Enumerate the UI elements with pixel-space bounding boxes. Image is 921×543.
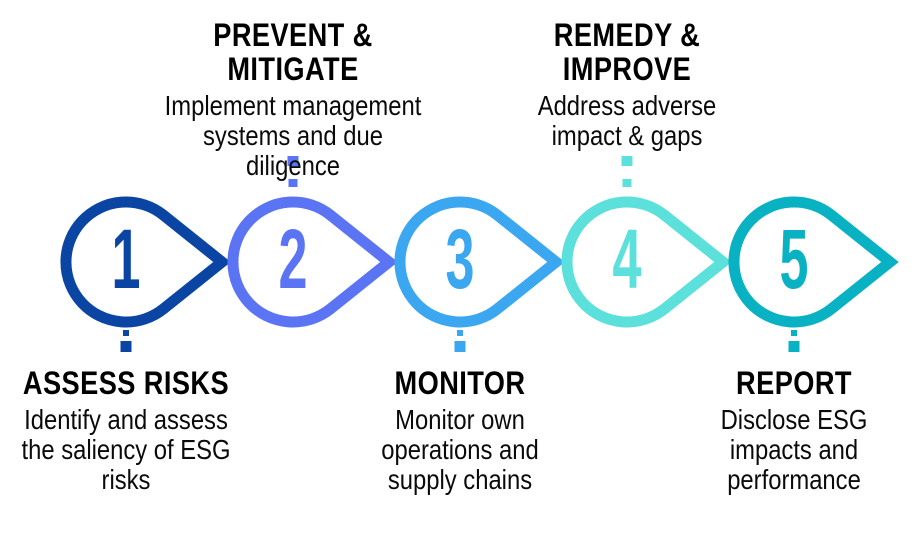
title-line: REMEDY &: [553, 17, 701, 53]
step-description: Implement management systems and due dil…: [157, 91, 429, 181]
desc-line: operations and: [381, 434, 539, 465]
pin-shape-step-3: [394, 196, 565, 328]
desc-line: Monitor own: [395, 404, 525, 435]
step-title: REPORT: [658, 366, 921, 400]
step-title: ASSESS RISKS: [0, 366, 262, 400]
step-label-remedy-improve: REMEDY & IMPROVE Address adverse impact …: [491, 18, 763, 151]
connector-dash-icon: [791, 330, 797, 336]
connector-dash-icon: [287, 156, 299, 166]
desc-line: Implement management: [164, 90, 422, 121]
desc-line: Identify and assess: [24, 404, 228, 435]
step-description: Identify and assess the saliency of ESG …: [0, 405, 262, 495]
connector-dash-icon: [120, 341, 132, 352]
connector-dash-icon: [457, 330, 463, 336]
desc-line: the saliency of ESG: [21, 434, 231, 465]
connector-dash-icon: [622, 179, 632, 187]
connector-dash-icon: [454, 341, 466, 352]
pin-shape-step-5: [728, 196, 899, 328]
title-line: ASSESS RISKS: [22, 365, 230, 401]
step-title: PREVENT & MITIGATE: [157, 18, 429, 86]
desc-line: risks: [101, 464, 151, 495]
step-number-4: 4: [612, 212, 642, 306]
step-number-1: 1: [111, 212, 141, 306]
pin-shape-step-1: [60, 196, 231, 328]
pin-shape-step-4: [561, 196, 732, 328]
step-number-2: 2: [278, 212, 308, 306]
desc-line: supply chains: [387, 464, 533, 495]
connector-dash-icon: [288, 179, 298, 187]
step-label-report: REPORT Disclose ESG impacts and performa…: [658, 366, 921, 495]
step-number-5: 5: [779, 212, 809, 306]
step-number-3: 3: [445, 212, 475, 306]
connector-dash-icon: [621, 156, 633, 166]
step-title: REMEDY & IMPROVE: [491, 18, 763, 86]
step-description: Disclose ESG impacts and performance: [658, 405, 921, 495]
desc-line: performance: [727, 464, 861, 495]
desc-line: systems and due diligence: [203, 120, 383, 181]
desc-line: Address adverse: [537, 90, 717, 121]
step-label-monitor: MONITOR Monitor own operations and suppl…: [324, 366, 596, 495]
desc-line: Disclose ESG: [720, 404, 868, 435]
step-label-assess-risks: ASSESS RISKS Identify and assess the sal…: [0, 366, 262, 495]
title-line: MITIGATE: [227, 51, 359, 87]
connector-dash-icon: [788, 341, 800, 352]
step-description: Address adverse impact & gaps: [491, 91, 763, 151]
desc-line: impact & gaps: [551, 120, 703, 151]
pin-shape-step-2: [227, 196, 398, 328]
step-title: MONITOR: [324, 366, 596, 400]
desc-line: impacts and: [729, 434, 859, 465]
title-line: REPORT: [736, 365, 852, 401]
title-line: MONITOR: [394, 365, 526, 401]
step-description: Monitor own operations and supply chains: [324, 405, 596, 495]
title-line: IMPROVE: [562, 51, 692, 87]
connector-dash-icon: [123, 330, 129, 336]
step-label-prevent-mitigate: PREVENT & MITIGATE Implement management …: [157, 18, 429, 181]
title-line: PREVENT &: [213, 17, 373, 53]
